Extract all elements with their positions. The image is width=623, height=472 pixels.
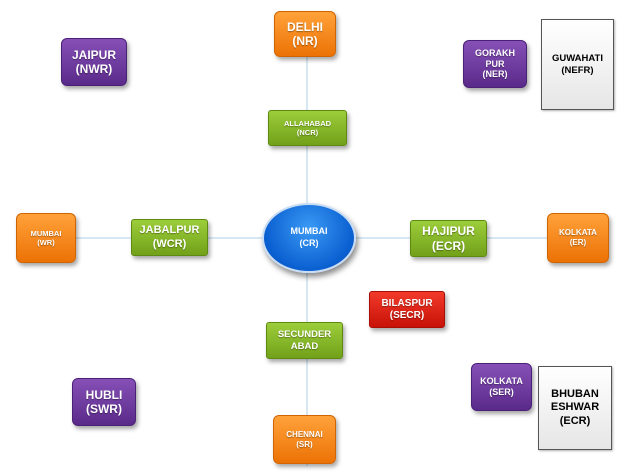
node-delhi-label: DELHI (NR) <box>287 19 323 48</box>
node-delhi: DELHI (NR) <box>274 11 336 57</box>
node-mumbai-wr: MUMBAI (WR) <box>16 213 76 263</box>
node-jabalpur: JABALPUR (WCR) <box>131 219 208 256</box>
node-secunderabad: SECUNDER ABAD <box>266 322 343 359</box>
node-chennai: CHENNAI (SR) <box>273 415 336 464</box>
hub-label: MUMBAI (CR) <box>290 226 328 248</box>
node-kolkata-er: KOLKATA (ER) <box>547 213 609 263</box>
node-hajipur: HAJIPUR (ECR) <box>410 220 487 257</box>
node-gorakhpur: GORAKH PUR (NER) <box>463 40 527 88</box>
node-bhubaneswar-label: BHUBAN ESHWAR (ECR) <box>550 388 600 427</box>
node-jaipur-label: JAIPUR (NWR) <box>71 47 116 76</box>
node-guwahati-label: GUWAHATI (NEFR) <box>551 53 603 76</box>
node-kolkata-ser-label: KOLKATA (SER) <box>480 376 523 397</box>
node-allahabad-label: ALLAHABAD (NCR) <box>283 119 332 137</box>
node-gorakhpur-label: GORAKH PUR (NER) <box>475 47 515 80</box>
node-bilaspur: BILASPUR (SECR) <box>369 291 445 328</box>
node-jabalpur-label: JABALPUR (WCR) <box>139 224 200 250</box>
node-bilaspur-label: BILASPUR (SECR) <box>381 297 433 321</box>
node-guwahati: GUWAHATI (NEFR) <box>541 19 614 110</box>
node-chennai-label: CHENNAI (SR) <box>286 429 323 449</box>
node-secunderabad-label: SECUNDER ABAD <box>277 329 332 352</box>
node-bhubaneswar: BHUBAN ESHWAR (ECR) <box>538 366 612 450</box>
node-kolkata-er-label: KOLKATA (ER) <box>559 228 597 247</box>
node-hajipur-label: HAJIPUR (ECR) <box>422 224 475 253</box>
node-allahabad: ALLAHABAD (NCR) <box>268 110 347 146</box>
hub-mumbai-cr: MUMBAI (CR) <box>262 203 356 273</box>
node-hubli-label: HUBLI (SWR) <box>85 387 123 416</box>
node-mumbai-wr-label: MUMBAI (WR) <box>30 229 62 247</box>
node-kolkata-ser: KOLKATA (SER) <box>471 363 532 411</box>
node-jaipur: JAIPUR (NWR) <box>61 38 127 86</box>
node-hubli: HUBLI (SWR) <box>72 378 136 426</box>
